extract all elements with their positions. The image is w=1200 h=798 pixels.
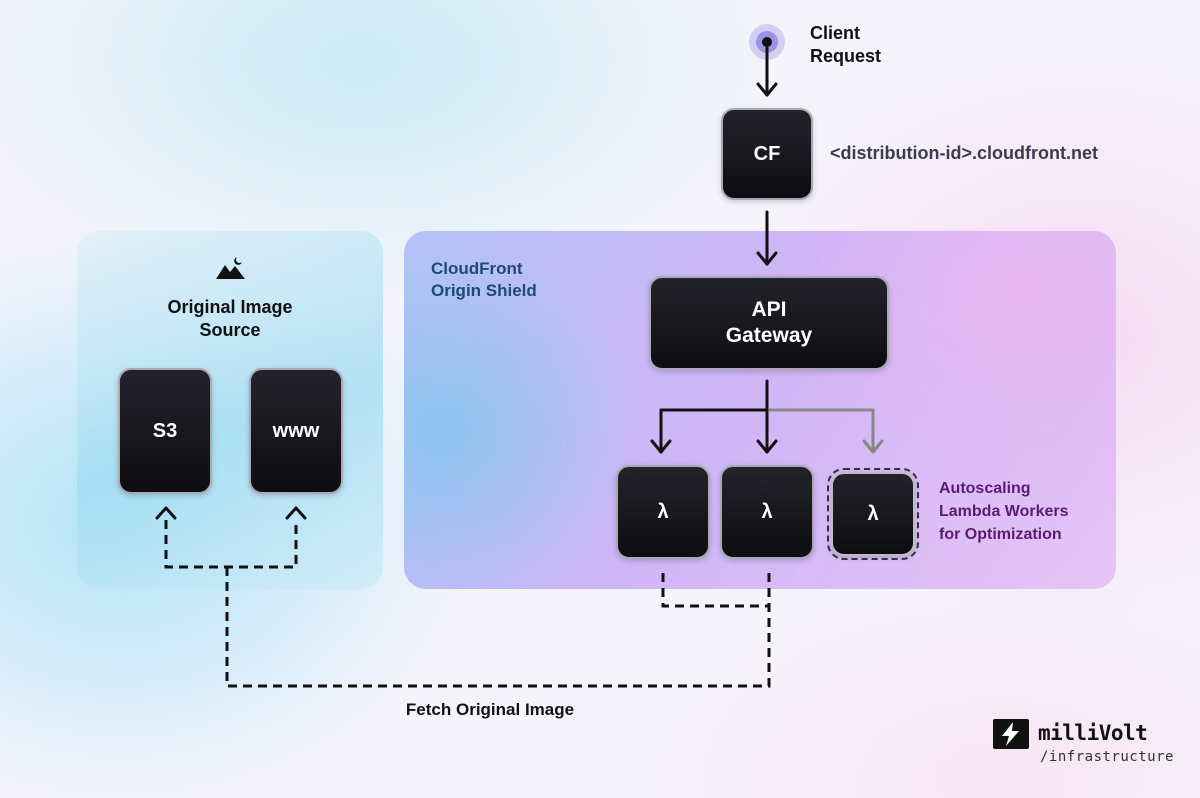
client-request-icon <box>749 24 785 60</box>
s3-label: S3 <box>152 419 178 442</box>
original-image-source-title: Original Image Source <box>167 297 293 340</box>
api-gateway-node: API Gateway <box>649 276 889 370</box>
lambda-icon: λ <box>657 500 669 523</box>
www-label: www <box>272 419 320 442</box>
mountain-icon <box>216 257 245 279</box>
fetch-original-image-path <box>164 520 771 688</box>
brand-subtitle: /infrastructure <box>1040 749 1174 765</box>
api-gateway-label: API Gateway <box>725 297 813 347</box>
fetch-arrowheads <box>155 506 307 520</box>
fetch-original-image-label: Fetch Original Image <box>405 700 575 719</box>
arrow-cf-to-api-gateway <box>756 210 778 266</box>
cloudfront-node: CF <box>721 108 813 200</box>
autoscaling-lambda-label: Autoscaling Lambda Workers for Optimizat… <box>939 480 1069 543</box>
lambda-worker-1: λ <box>616 465 710 559</box>
cloudfront-domain-label: <distribution-id>.cloudfront.net <box>830 143 1098 163</box>
origin-shield-title: CloudFront Origin Shield <box>431 259 537 300</box>
arrow-client-to-cf <box>756 43 778 97</box>
lambda-worker-2: λ <box>720 465 814 559</box>
lambda-worker-autoscaled: λ <box>827 468 919 560</box>
brand-name: milliVolt <box>1038 721 1148 745</box>
lambda-icon: λ <box>867 502 879 525</box>
arrow-api-to-lambdas <box>650 379 884 454</box>
www-source-node: www <box>249 368 343 494</box>
cloudfront-node-label: CF <box>753 142 781 165</box>
client-request-label: Client Request <box>810 23 882 66</box>
s3-source-node: S3 <box>118 368 212 494</box>
lambda-icon: λ <box>761 500 773 523</box>
millivolt-logo-icon <box>993 719 1029 749</box>
